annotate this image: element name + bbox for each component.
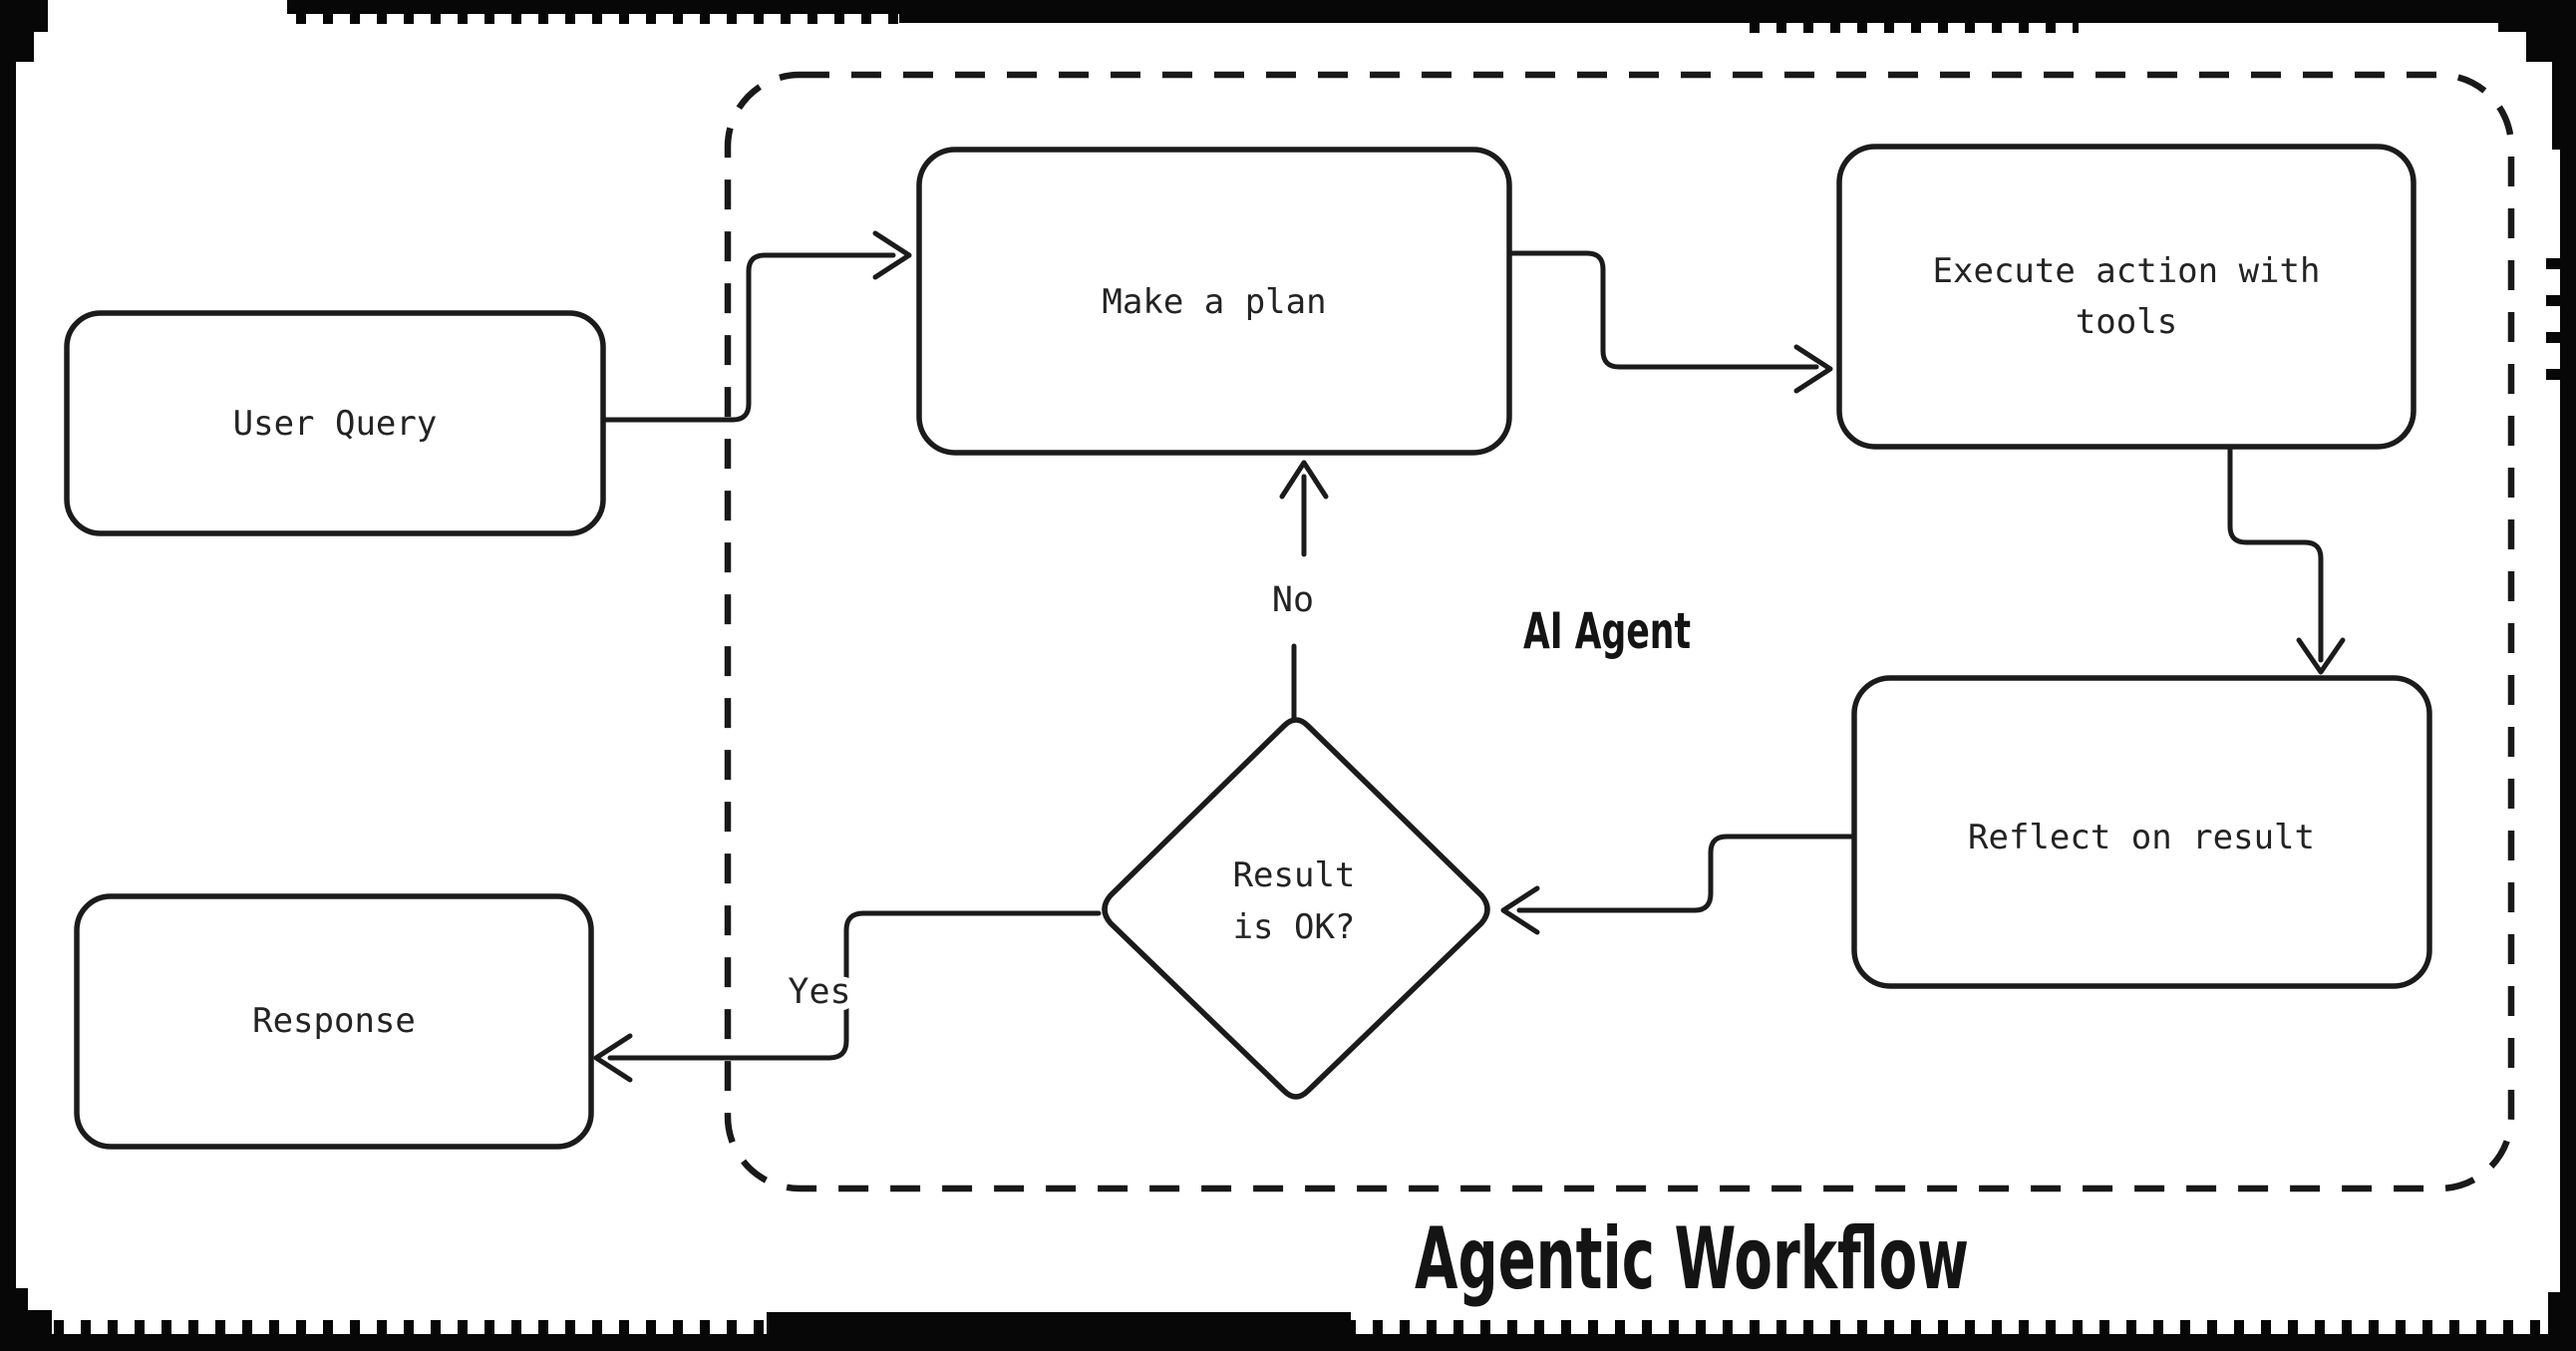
arrowhead-down-1: [2296, 637, 2346, 675]
frame-right-edge: [2560, 15, 2576, 1351]
edge-user-query-to-make-plan: [600, 230, 912, 423]
frame-right-teeth: [2546, 239, 2560, 404]
diagram-title: Agentic Workflow: [1415, 1209, 1969, 1309]
node-result-ok: [1102, 717, 1490, 1100]
frame-top-teeth-2: [1750, 22, 2079, 33]
node-reflect: [1851, 675, 2432, 989]
reflect-label: Reflect on result: [1968, 818, 2315, 857]
frame-bottom-chunk: [767, 1312, 1351, 1336]
ai-agent-label: AI Agent: [1523, 602, 1691, 660]
node-response: [74, 893, 594, 1150]
make-plan-label: Make a plan: [1102, 282, 1326, 322]
arrowhead-left-1: [1500, 885, 1540, 935]
arrowhead-left-2: [593, 1033, 633, 1083]
edge-label-yes: Yes: [788, 972, 850, 1012]
response-label: Response: [252, 1001, 416, 1041]
frame-bottomright-step: [2548, 1292, 2576, 1351]
frame-top-corner-step3: [0, 0, 48, 32]
edge-result-ok-no-to-make-plan: [1279, 460, 1329, 723]
arrowhead-right-1: [872, 230, 912, 280]
result-ok-label-line2: is OK?: [1233, 907, 1356, 947]
user-query-label: User Query: [233, 404, 438, 444]
node-user-query: [64, 310, 606, 536]
execute-action-label-line1: Execute action with: [1933, 251, 2321, 291]
edge-result-ok-yes-to-response: [593, 910, 1102, 1083]
arrowhead-up-1: [1279, 460, 1329, 500]
frame-left-edge: [0, 0, 16, 1351]
edge-reflect-to-result-ok: [1500, 834, 1857, 935]
execute-action-label-line2: tools: [2076, 302, 2177, 342]
edge-label-no: No: [1272, 580, 1314, 620]
result-ok-label-line1: Result: [1233, 855, 1356, 895]
edge-execute-to-reflect: [2227, 444, 2346, 675]
frame-top-bar-right: [899, 0, 2500, 23]
frame-top-teeth-1: [290, 13, 902, 24]
arrowhead-right-2: [1793, 344, 1833, 394]
frame-top-bar-left: [287, 0, 902, 14]
edge-make-plan-to-execute: [1506, 250, 1833, 394]
node-execute-action: [1836, 144, 2416, 450]
frame-bottom-bar: [0, 1334, 2576, 1351]
frame-bottomleft-step2: [0, 1310, 52, 1351]
node-make-plan: [916, 147, 1512, 456]
ai-agent-container: [724, 71, 2515, 1192]
frame-topright-step3: [2552, 0, 2576, 150]
